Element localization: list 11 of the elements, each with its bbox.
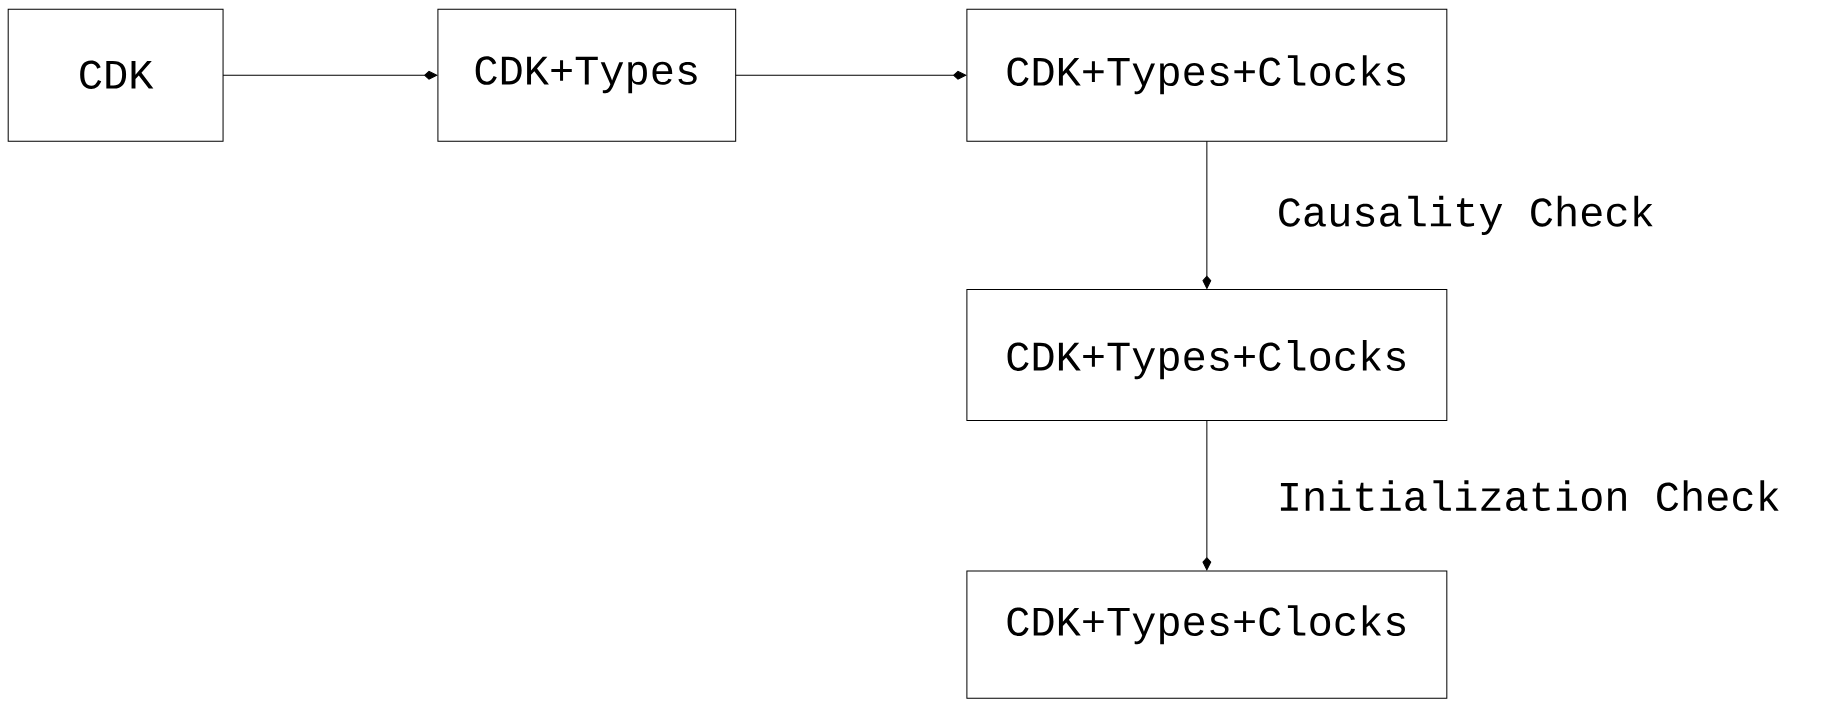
edge-label: Initialization Check [1274,478,1783,514]
arrow [735,71,967,80]
process-box: CDK+Types+Clocks [966,9,1448,142]
arrow [1202,420,1212,571]
edge-label: Causality Check [1274,194,1657,238]
process-box: CDK+Types+Clocks [966,570,1448,699]
process-box: CDK [7,9,224,142]
process-box: CDK+Types+Clocks [966,289,1448,422]
process-box: CDK+Types [437,9,737,142]
arrow [222,71,438,80]
arrow [1202,141,1212,290]
